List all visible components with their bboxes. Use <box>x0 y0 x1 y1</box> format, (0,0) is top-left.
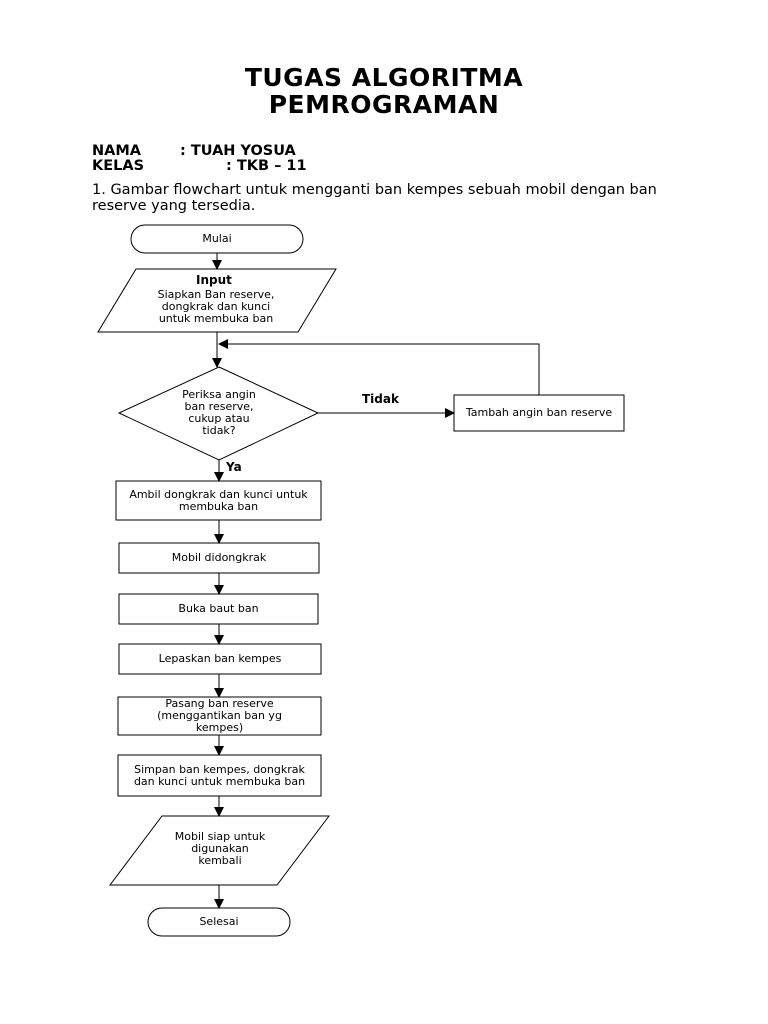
nama-row: NAMA : TUAH YOSUA <box>92 143 296 159</box>
yes-label: Ya <box>226 460 242 474</box>
input-body: Siapkan Ban reserve, dongkrak dan kunci … <box>157 288 275 325</box>
step1-box <box>115 480 322 521</box>
step1-label: Ambil dongkrak dan kunci untuk membuka b… <box>129 487 308 513</box>
arrow-loop-back <box>218 339 540 395</box>
question-text: 1. Gambar flowchart untuk mengganti ban … <box>92 182 657 214</box>
input-title: Input <box>196 273 232 287</box>
step3-label: Buka baut ban <box>178 602 259 615</box>
nama-value: : TUAH YOSUA <box>180 143 296 159</box>
step6-box <box>117 754 322 797</box>
step5-box <box>117 696 322 736</box>
output-parallelogram <box>108 815 331 886</box>
no-label: Tidak <box>362 392 399 406</box>
nama-label: NAMA <box>92 143 142 159</box>
document-title: TUGAS ALGORITMA PEMROGRAMAN <box>0 64 768 118</box>
kelas-row: KELAS : TKB – 11 <box>92 158 307 174</box>
add-air-box <box>453 394 625 432</box>
kelas-value: : TKB – 11 <box>226 158 307 174</box>
output-label: Mobil siap untuk digunakan kembali <box>174 830 266 867</box>
decision-label: Periksa angin ban reserve, cukup atau ti… <box>182 388 256 437</box>
kelas-label: KELAS <box>92 158 145 174</box>
step2-label: Mobil didongkrak <box>171 551 267 564</box>
input-parallelogram <box>97 268 337 333</box>
end-label: Selesai <box>199 915 239 928</box>
title-line-1: TUGAS ALGORITMA <box>244 63 524 92</box>
add-air-label: Tambah angin ban reserve <box>465 406 613 419</box>
start-label: Mulai <box>202 232 232 245</box>
step6-label: Simpan ban kempes, dongkrak dan kunci un… <box>133 762 306 788</box>
title-line-2: PEMROGRAMAN <box>268 90 500 119</box>
step5-label: Pasang ban reserve (menggantikan ban yg … <box>157 697 282 734</box>
step4-label: Lepaskan ban kempes <box>158 652 282 665</box>
